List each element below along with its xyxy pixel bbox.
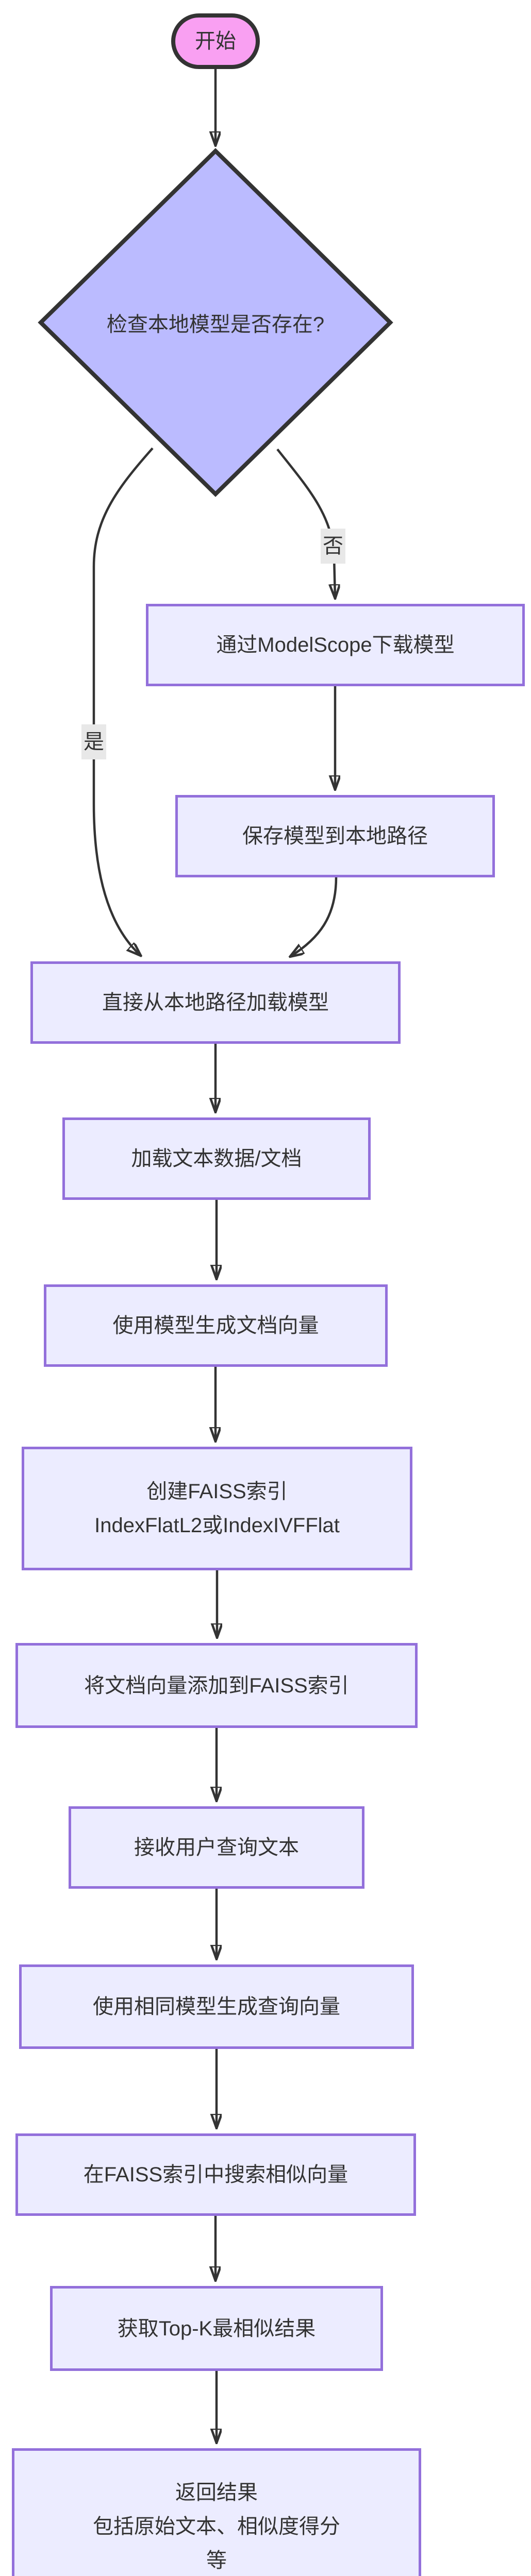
node-get-topk: 获取Top-K最相似结果 [50,2286,383,2371]
node-receive-query: 接收用户查询文本 [69,1806,364,1889]
node-start: 开始 [171,13,260,69]
edge-label-yes: 是 [81,724,106,759]
decision-text: 检查本地模型是否存在? [106,313,325,336]
node-load-text: 加载文本数据/文档 [62,1117,371,1200]
node-gen-query-vector: 使用相同模型生成查询向量 [19,1964,414,2049]
start-label: 开始 [195,30,236,53]
node-save-model: 保存模型到本地路径 [175,795,495,877]
node-decision-label: 检查本地模型是否存在? [61,289,370,357]
node-add-vectors: 将文档向量添加到FAISS索引 [15,1643,418,1728]
node-create-index: 创建FAISS索引 IndexFlatL2或IndexIVFFlat [22,1447,412,1570]
decision-diamond-shape [38,148,393,497]
edge-decision-yes-to-load [92,447,154,955]
node-load-model: 直接从本地路径加载模型 [30,961,401,1044]
node-search-similar: 在FAISS索引中搜索相似向量 [15,2133,416,2216]
node-gen-doc-vectors: 使用模型生成文档向量 [44,1284,388,1367]
edge-label-no: 否 [321,529,345,564]
edge-save-to-load [291,877,338,956]
node-download-model: 通过ModelScope下载模型 [146,604,525,686]
node-return-results: 返回结果 包括原始文本、相似度得分 等 [12,2448,421,2576]
edge-decision-no-to-download [276,448,335,598]
